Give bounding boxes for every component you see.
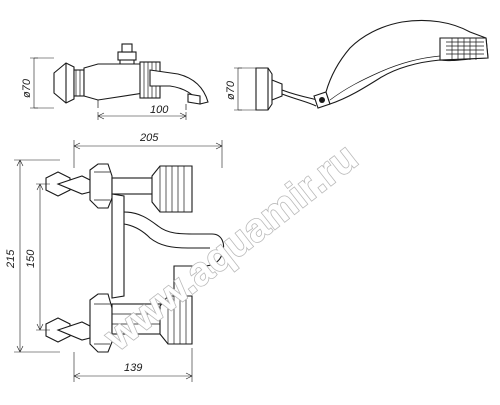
faucet-side-view [53, 43, 209, 110]
label-spout-length: 100 [150, 104, 169, 116]
dimension-diameter-right: ø70 [225, 67, 256, 111]
dimension-bottom-width: 139 [73, 348, 193, 382]
dimension-diameter-left: ø70 [21, 57, 54, 109]
dimension-overall-width: 205 [73, 132, 223, 168]
watermark: www.aquamir.ru [96, 135, 366, 360]
label-diameter-right: ø70 [225, 80, 237, 100]
dimension-spout-length: 100 [97, 104, 187, 120]
shower-head-view [255, 19, 489, 111]
label-overall-width: 205 [139, 132, 159, 144]
label-diameter-left: ø70 [21, 78, 33, 98]
faucet-front-view [45, 163, 225, 353]
label-center-distance: 150 [25, 249, 37, 268]
dimension-overall-height: 215 [5, 159, 60, 353]
dimension-center-distance: 150 [25, 183, 50, 331]
label-bottom-width: 139 [124, 362, 142, 374]
label-overall-height: 215 [5, 249, 17, 269]
